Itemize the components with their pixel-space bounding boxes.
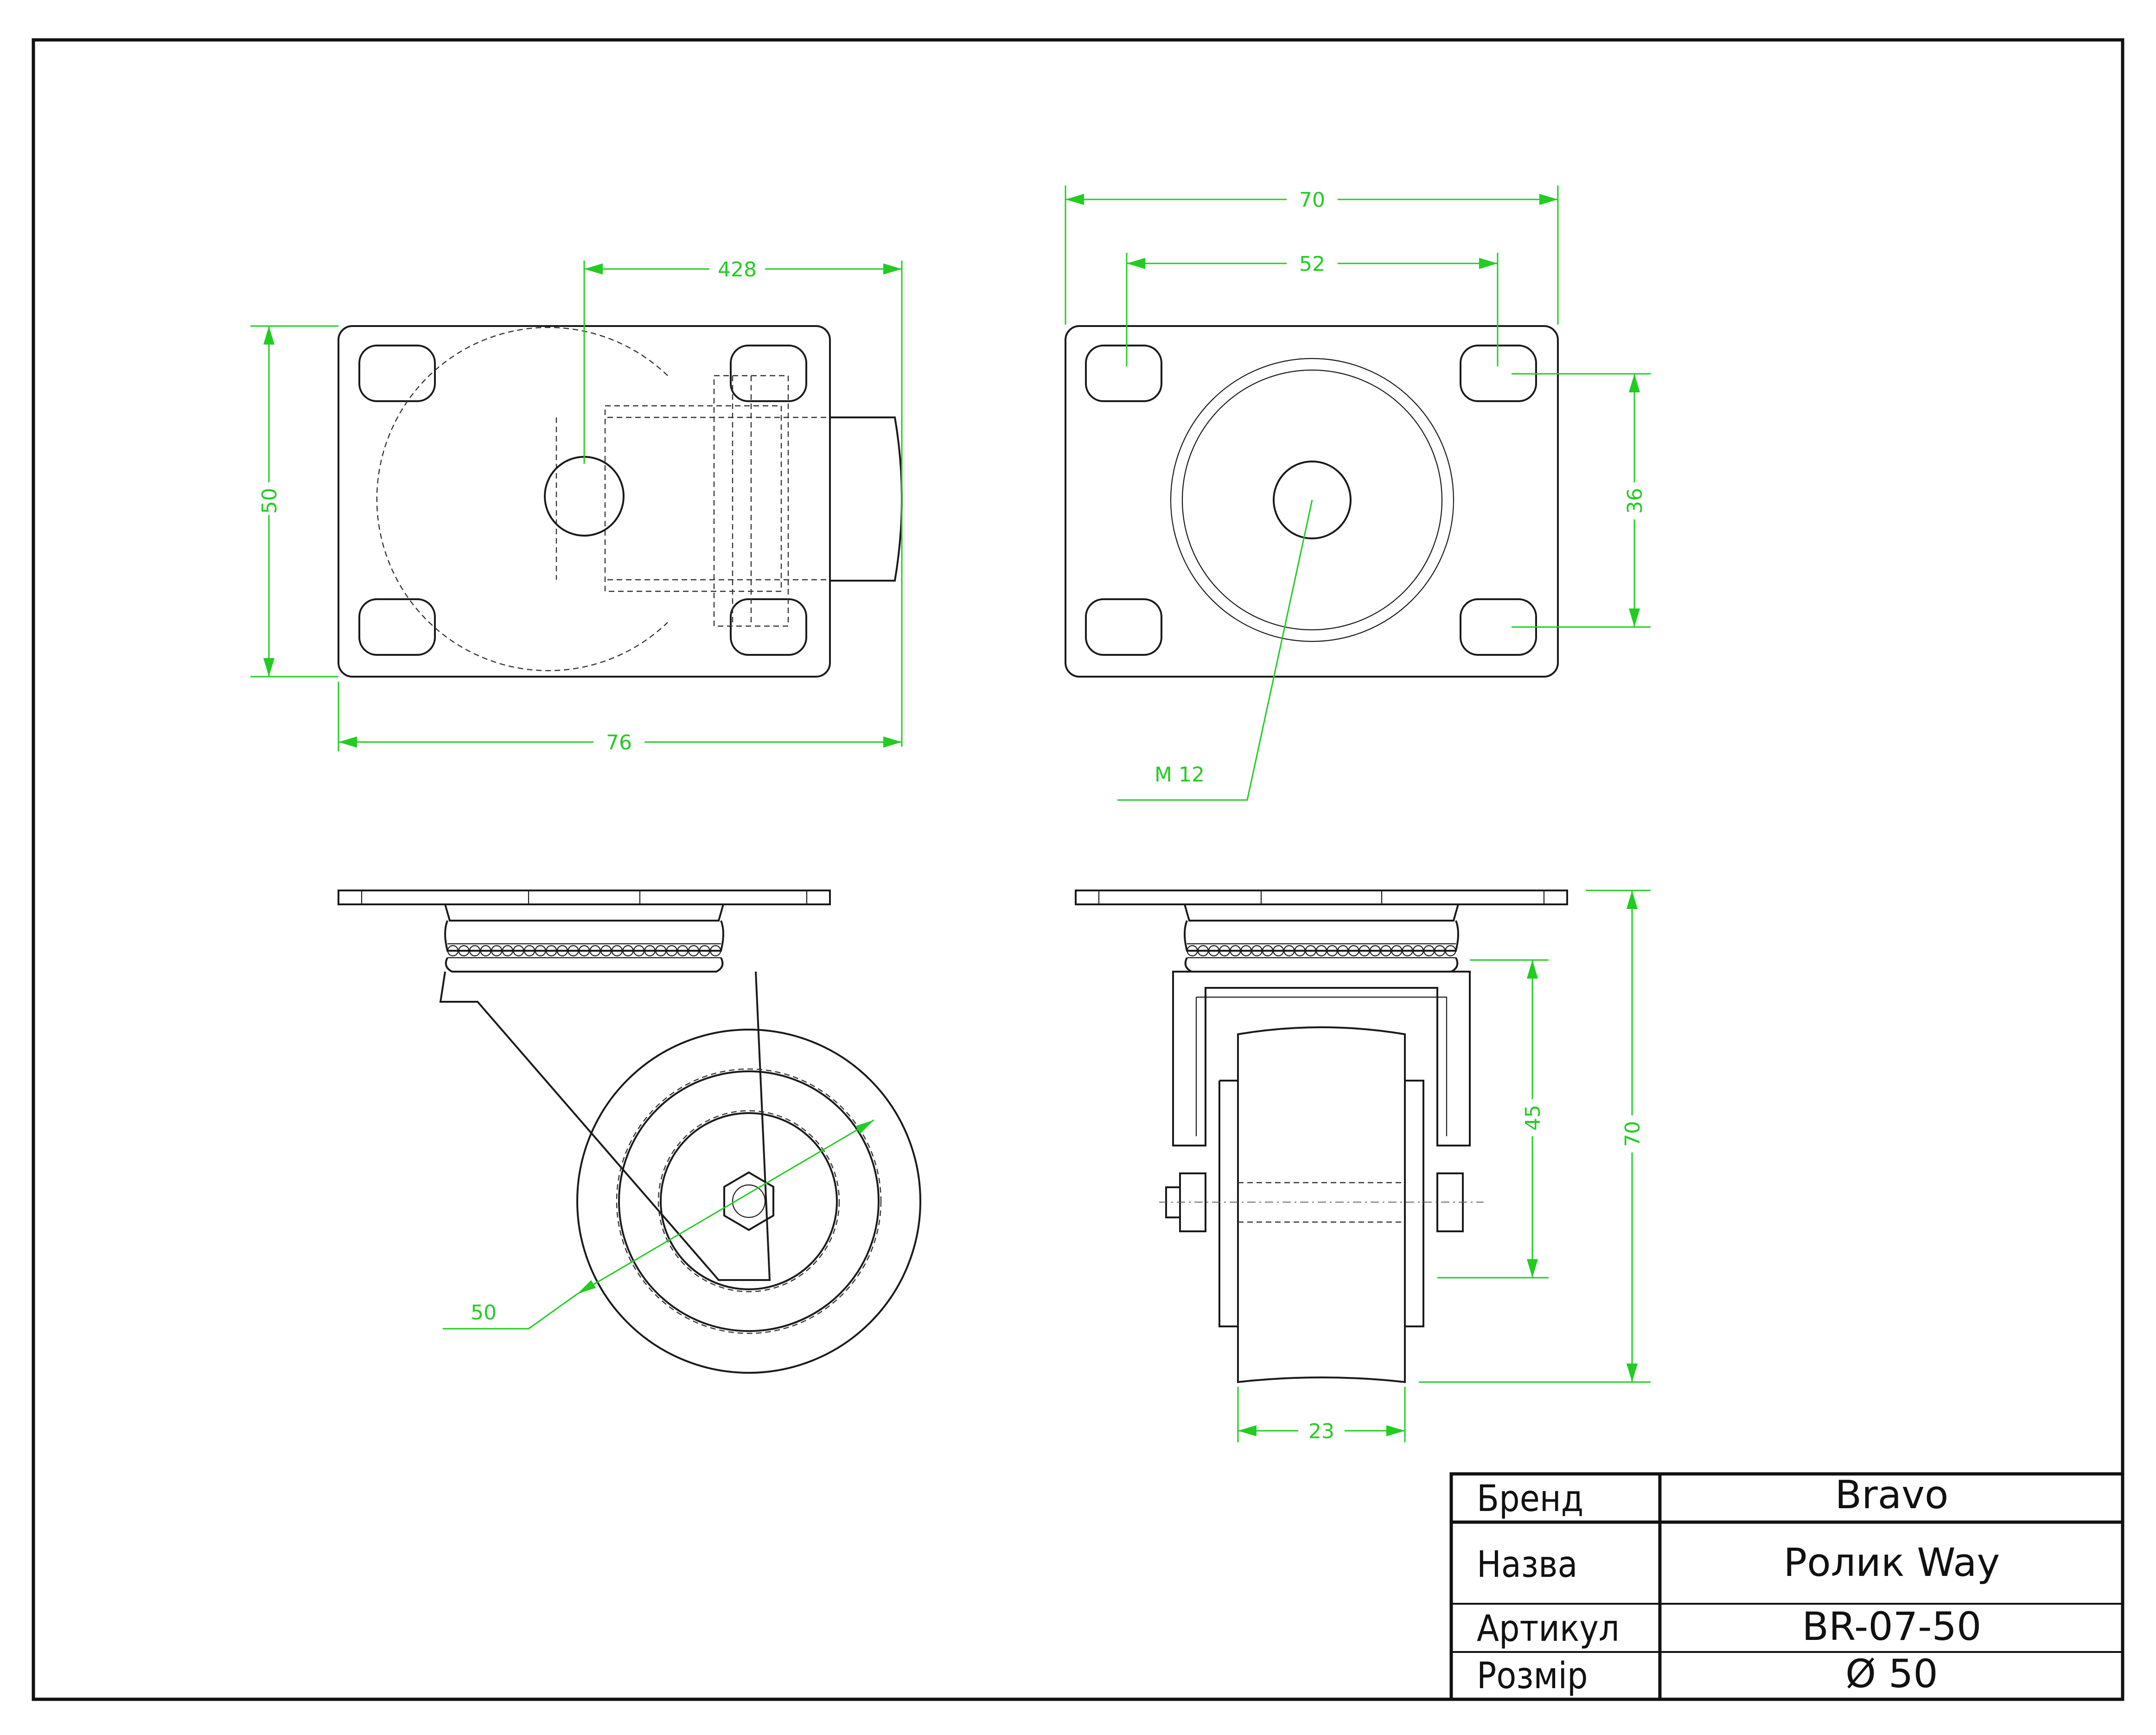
bearing-ball: [1423, 945, 1435, 957]
bearing-ball: [447, 945, 459, 957]
bearing-balls: [1186, 945, 1456, 957]
bearing-ball: [1315, 945, 1327, 957]
bearing-ball: [1445, 945, 1456, 957]
name-label: Назва: [1477, 1544, 1577, 1586]
brand-value: Bravo: [1835, 1472, 1949, 1517]
dim-50-diameter: 50: [471, 1301, 497, 1325]
bearing-ball: [710, 945, 721, 957]
top-view-right: [1065, 325, 1559, 678]
bearing-ball: [666, 945, 677, 957]
bearing-ball: [1273, 945, 1284, 957]
dim-70-width: 70: [1299, 188, 1325, 212]
bearing-ball: [644, 945, 656, 957]
bearing-ball: [546, 945, 557, 957]
bearing-balls-left: [447, 943, 721, 959]
drawing-frame: [32, 38, 2124, 1701]
dim-36: 36: [1623, 488, 1647, 514]
thread-label: M 12: [1155, 763, 1205, 787]
title-block: Бренд Bravo Назва Ролик Way Артикул BR-0…: [1449, 1472, 2124, 1701]
front-view-dimensions: 70 45 23: [1237, 890, 1651, 1445]
article-label: Артикул: [1477, 1608, 1620, 1650]
bearing-ball: [611, 945, 623, 957]
bearing-ball: [1337, 945, 1349, 957]
dim-52: 52: [1299, 252, 1325, 276]
bearing-ball: [699, 945, 710, 957]
bearing-ball: [1380, 945, 1392, 957]
dim-23: 23: [1308, 1420, 1334, 1443]
bearing-ball: [502, 945, 513, 957]
dim-45: 45: [1521, 1105, 1545, 1131]
bearing-ball: [458, 945, 470, 957]
dim-428: 428: [718, 258, 757, 282]
bearing-ball: [1219, 945, 1231, 957]
bearing-ball: [1434, 945, 1446, 957]
bearing-ball: [1251, 945, 1263, 957]
bearing-ball: [1208, 945, 1220, 957]
bearing-ball: [677, 945, 689, 957]
bearing-ball: [1283, 945, 1295, 957]
bearing-ball: [568, 945, 579, 957]
bearing-ball: [688, 945, 700, 957]
top-view-left: [338, 325, 903, 678]
bearing-ball: [1305, 945, 1316, 957]
bearing-ball: [1294, 945, 1306, 957]
bearing-ball: [655, 945, 667, 957]
bearing-ball: [578, 945, 590, 957]
bearing-ball: [1197, 945, 1209, 957]
bearing-ball: [480, 945, 491, 957]
brand-label: Бренд: [1477, 1478, 1583, 1520]
dim-50-height: 50: [258, 488, 281, 514]
size-value: Ø 50: [1845, 1651, 1938, 1697]
top-left-dimensions: 428 50 76: [250, 255, 903, 756]
bearing-ball: [589, 945, 601, 957]
bearing-ball: [1327, 945, 1338, 957]
dim-70-height: 70: [1621, 1121, 1645, 1147]
dim-76: 76: [606, 731, 632, 755]
bearing-ball: [1369, 945, 1381, 957]
bearing-ball: [1240, 945, 1252, 957]
bearing-ball: [1186, 945, 1198, 957]
bearing-ball: [1391, 945, 1403, 957]
bearing-ball: [491, 945, 503, 957]
side-view-left: [338, 890, 921, 1374]
top-right-dimensions: 70 52 36 M 12: [1065, 186, 1651, 801]
bearing-ball: [633, 945, 645, 957]
bearing-ball: [600, 945, 612, 957]
bearing-ball: [469, 945, 481, 957]
bearing-ball: [622, 945, 634, 957]
name-value: Ролик Way: [1784, 1540, 2000, 1585]
wheel-diameter-dimension: 50: [443, 1119, 874, 1330]
bearing-ball: [1262, 945, 1274, 957]
bearing-ball: [535, 945, 546, 957]
bearing-ball: [1412, 945, 1424, 957]
front-view-right: [1075, 890, 1568, 1383]
bearing-balls: [447, 945, 721, 957]
article-value: BR-07-50: [1802, 1604, 1982, 1649]
size-label: Розмір: [1477, 1655, 1588, 1697]
bearing-ball: [1359, 945, 1370, 957]
bearing-ball: [523, 945, 536, 957]
bearing-ball: [1348, 945, 1359, 957]
bearing-ball: [1402, 945, 1413, 957]
bearing-ball: [513, 945, 524, 957]
bearing-ball: [1230, 945, 1241, 957]
bearing-ball: [556, 945, 568, 957]
